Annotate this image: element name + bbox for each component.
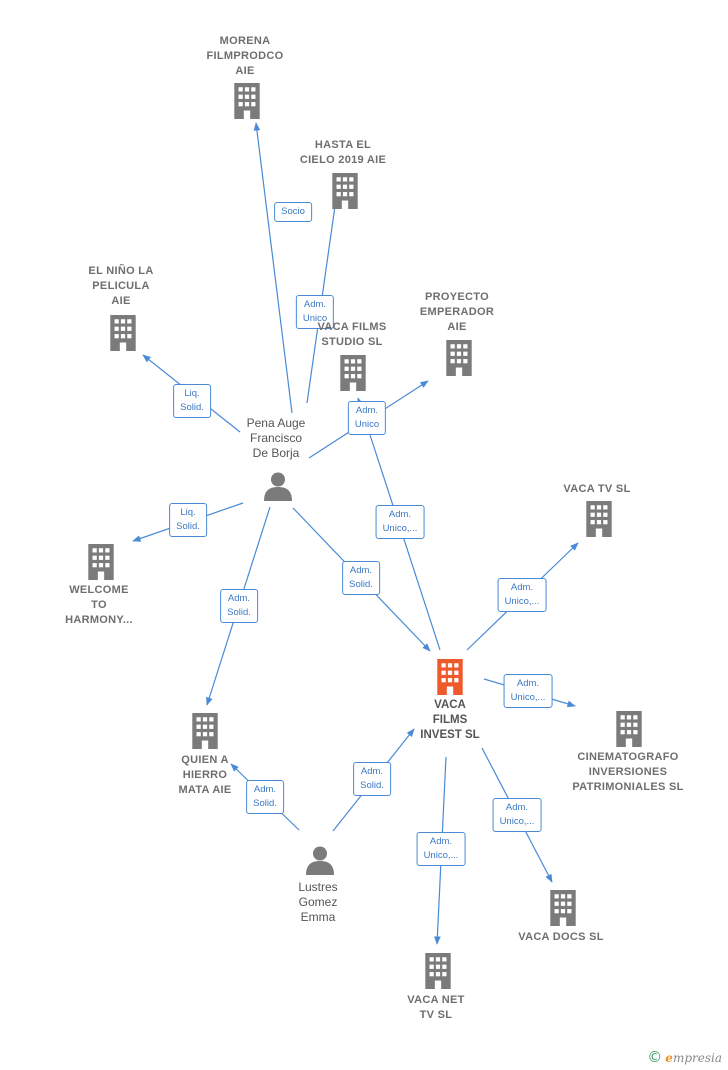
- edge-label-pena-auge-to-morena[interactable]: Socio: [274, 202, 312, 222]
- building-icon[interactable]: [616, 711, 642, 747]
- building-icon[interactable]: [192, 713, 218, 749]
- node-label-vaca-tv[interactable]: VACA TV SL: [563, 483, 631, 495]
- edge-label-vaca-films-invest-to-vaca-tv[interactable]: Adm.Unico,...: [497, 578, 547, 612]
- node-label-vaca-docs[interactable]: VACA DOCS SL: [518, 931, 604, 943]
- edge-label-pena-auge-to-el-nino[interactable]: Liq.Solid.: [173, 384, 211, 418]
- building-icon[interactable]: [425, 953, 451, 989]
- edge-pena-auge-to-morena: [253, 122, 293, 414]
- building-icon[interactable]: [550, 890, 576, 926]
- building-icon[interactable]: [332, 173, 358, 209]
- edge-label-lustres-gomez-to-vaca-films-invest[interactable]: Adm.Solid.: [353, 762, 391, 796]
- building-icon[interactable]: [234, 83, 260, 119]
- edge-label-pena-auge-to-vaca-films-invest[interactable]: Adm.Solid.: [342, 561, 380, 595]
- building-icon[interactable]: [586, 501, 612, 537]
- building-icon[interactable]: [437, 659, 463, 695]
- person-icon[interactable]: [306, 846, 334, 876]
- edge-label-vaca-films-invest-to-vaca-docs[interactable]: Adm.Unico,...: [492, 798, 542, 832]
- person-icon[interactable]: [264, 472, 292, 502]
- edge-label-pena-auge-to-welcome[interactable]: Liq.Solid.: [169, 503, 207, 537]
- edge-label-vaca-films-invest-to-vaca-films-studio[interactable]: Adm.Unico,...: [375, 505, 425, 539]
- building-icon[interactable]: [446, 340, 472, 376]
- edge-label-pena-auge-to-quien-a-hierro[interactable]: Adm.Solid.: [220, 589, 258, 623]
- building-icon[interactable]: [340, 355, 366, 391]
- building-icon[interactable]: [88, 544, 114, 580]
- edge-label-vaca-films-invest-to-vaca-net-tv[interactable]: Adm.Unico,...: [416, 832, 466, 866]
- edge-label-vaca-films-invest-to-cinematografo[interactable]: Adm.Unico,...: [503, 674, 553, 708]
- edge-pena-auge-to-hasta-el-cielo: [306, 184, 341, 404]
- copyright-icon: ©: [647, 1048, 663, 1066]
- edge-label-pena-auge-to-proyecto-emperador[interactable]: Adm.Unico: [347, 401, 387, 435]
- empresia-logo: ©empresia: [647, 1048, 722, 1066]
- edge-label-lustres-gomez-to-quien-a-hierro[interactable]: Adm.Solid.: [246, 780, 284, 814]
- building-icon[interactable]: [110, 315, 136, 351]
- edge-label-pena-auge-to-hasta-el-cielo[interactable]: Adm.Unico: [295, 295, 335, 329]
